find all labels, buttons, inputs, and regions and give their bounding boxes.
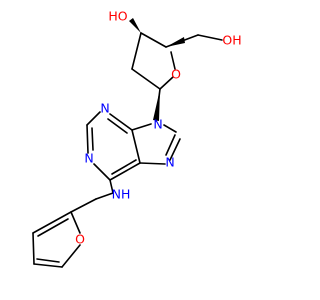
hydroxyl-label-c3: HO <box>108 9 127 24</box>
bond-c4p-n3 <box>109 113 133 131</box>
bond-c4p-n9 <box>131 123 152 131</box>
nitrogen-label-n3: N <box>100 101 109 116</box>
furan-oxygen-label: O <box>75 232 85 247</box>
bond-c2p-n1 <box>86 124 89 154</box>
bond-c1-o4 <box>159 76 174 90</box>
bond-n9-c8 <box>163 124 177 133</box>
wedge-bond-c1-n9 <box>153 89 160 121</box>
molecule-structure: HO OH O N N N N NH O <box>32 9 242 268</box>
bond-c4f-c3f <box>32 232 35 265</box>
bond-c4p-n3-double <box>107 118 128 134</box>
bond-c6-n6 <box>109 179 114 194</box>
bond-c5-o5 <box>197 34 223 41</box>
bond-layer <box>32 32 223 268</box>
bond-ch2-cfuran <box>70 198 97 213</box>
bond-n1-c6 <box>93 163 111 181</box>
bond-c5f-c4f-double <box>36 258 60 263</box>
bond-c3f-c2f <box>32 211 72 234</box>
bond-n3-c2p <box>86 111 101 126</box>
amine-label-nh: NH <box>112 187 131 202</box>
bond-c2-c1 <box>131 68 161 90</box>
bond-c8-n7-double <box>165 134 176 156</box>
nitrogen-label-n9: N <box>153 117 162 132</box>
bond-c5f-c4f <box>33 263 63 268</box>
label-layer: HO OH O N N N N NH O <box>75 9 242 247</box>
bond-c5p-c4p <box>131 129 141 164</box>
wedge-bond-c3-oh <box>129 18 141 33</box>
bond-c8-n7 <box>169 138 181 161</box>
wedge-bond-c4-c5 <box>166 37 185 47</box>
bond-n7-c5p <box>139 162 166 165</box>
bond-n6-ch2 <box>95 192 114 200</box>
nitrogen-label-n7: N <box>165 155 174 170</box>
bond-o1f-c5f <box>61 244 81 268</box>
bond-o4-c4 <box>170 51 176 70</box>
nitrogen-label-n1: N <box>84 151 93 166</box>
bond-c6-c5p-double <box>111 159 137 175</box>
bond-c6-c5p <box>109 162 141 181</box>
bond-c3-c4 <box>140 32 167 48</box>
bond-c2p-n1-double <box>91 127 94 151</box>
ring-oxygen-label: O <box>171 67 181 82</box>
hydroxyl-label-c5: OH <box>222 33 241 48</box>
bond-c3-c2 <box>131 32 142 70</box>
bond-c3f-c2f-double <box>37 218 69 237</box>
stereo-layer <box>129 18 185 121</box>
bond-c2f-o1f <box>70 211 81 234</box>
